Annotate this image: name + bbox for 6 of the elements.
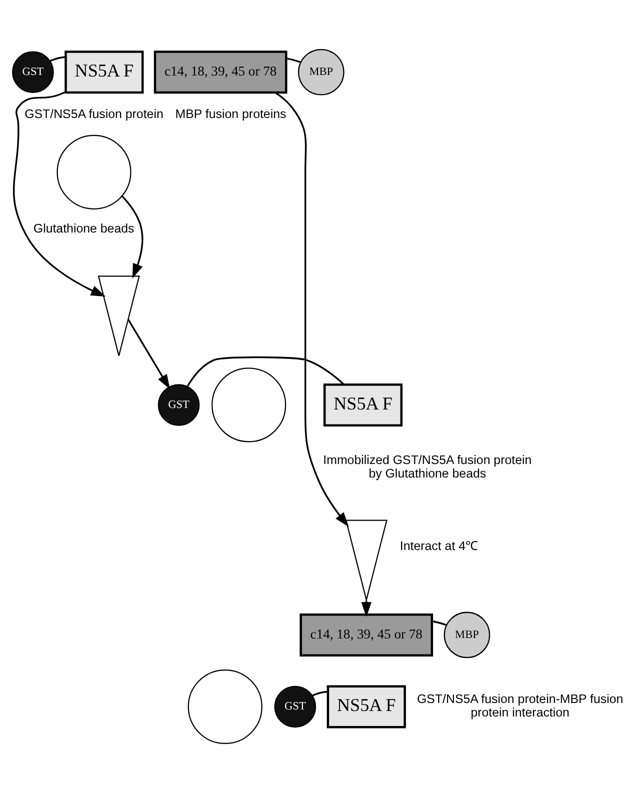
node-label: GST/NS5A fusion protein-MBP fusion protein interaction [416, 692, 624, 720]
node-label: GST/NS5A fusion protein [24, 107, 164, 122]
node-label: Interact at 4℃ [400, 538, 478, 553]
node-label: Glutathione beads [33, 221, 134, 236]
node-label: MBP fusion proteins [175, 107, 286, 122]
node-label: Immobilized GST/NS5A fusion protein by Glutathione beads [323, 453, 532, 481]
